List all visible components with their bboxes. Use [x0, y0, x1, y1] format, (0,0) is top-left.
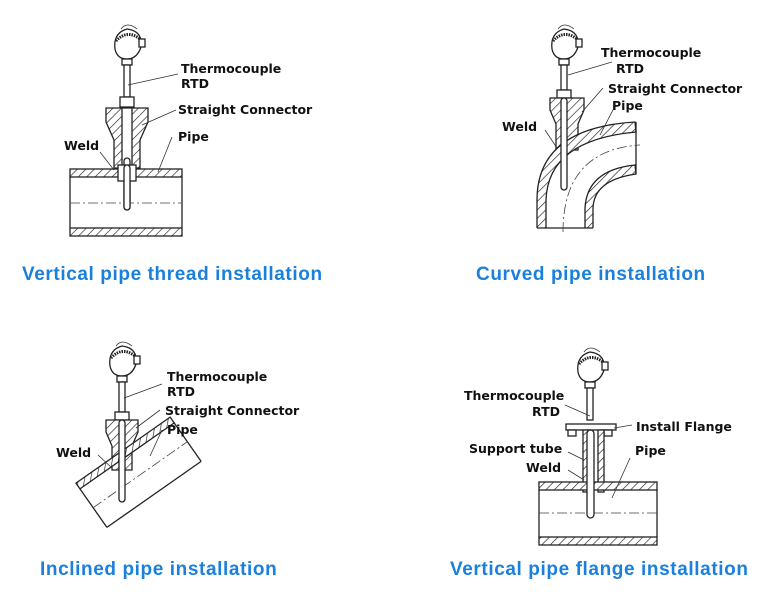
- caption-curved-pipe: Curved pipe installation: [476, 264, 706, 285]
- label-weld: Weld: [56, 445, 92, 460]
- label-weld: Weld: [64, 138, 100, 153]
- caption-inclined-pipe: Inclined pipe installation: [40, 559, 278, 580]
- label-rtd: RTD: [167, 384, 195, 399]
- label-pipe: Pipe: [167, 422, 198, 437]
- label-thermocouple: Thermocouple: [464, 388, 565, 403]
- inclined-pipe-drawing: [75, 340, 202, 528]
- label-weld: Weld: [526, 460, 562, 475]
- label-rtd: RTD: [616, 61, 644, 76]
- label-straight-connector: Straight Connector: [178, 102, 313, 117]
- caption-vertical-thread: Vertical pipe thread installation: [22, 264, 323, 285]
- label-pipe: Pipe: [635, 443, 666, 458]
- label-thermocouple: Thermocouple: [167, 369, 268, 384]
- label-rtd: RTD: [532, 404, 560, 419]
- vertical-thread-drawing: [69, 23, 183, 237]
- label-support-tube: Support tube: [469, 441, 563, 456]
- label-install-flange: Install Flange: [636, 419, 732, 434]
- label-rtd: RTD: [181, 76, 209, 91]
- label-pipe: Pipe: [612, 98, 643, 113]
- curved-pipe-drawing: [536, 23, 641, 233]
- caption-vertical-flange: Vertical pipe flange installation: [450, 559, 749, 580]
- label-thermocouple: Thermocouple: [181, 61, 282, 76]
- label-weld: Weld: [502, 119, 538, 134]
- label-straight-connector: Straight Connector: [165, 403, 300, 418]
- label-thermocouple: Thermocouple: [601, 45, 702, 60]
- label-pipe: Pipe: [178, 129, 209, 144]
- label-straight-connector: Straight Connector: [608, 81, 743, 96]
- vertical-flange-drawing: [538, 346, 658, 546]
